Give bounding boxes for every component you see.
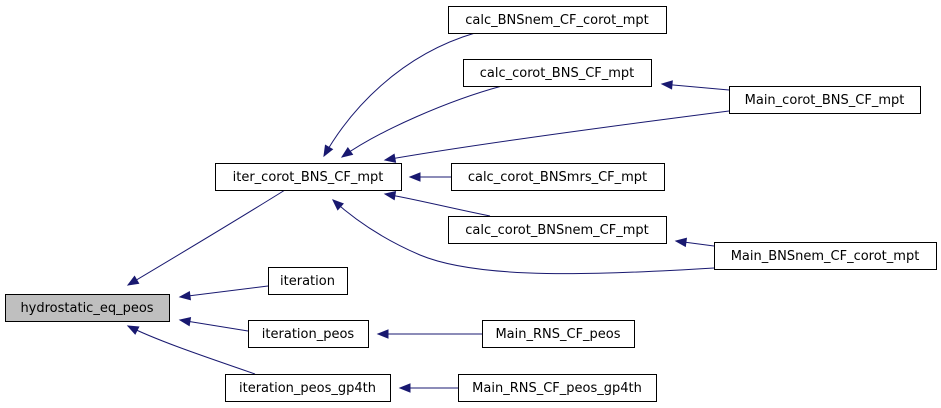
node-calc-corot-bns-cf-mpt[interactable]: calc_corot_BNS_CF_mpt bbox=[463, 59, 652, 87]
node-box bbox=[463, 59, 652, 87]
arrowhead-icon bbox=[376, 329, 389, 339]
edge-line bbox=[179, 285, 269, 298]
node-calc-bnsnem-cf-corot-mpt[interactable]: calc_BNSnem_CF_corot_mpt bbox=[448, 6, 667, 34]
edge-main-corot-bns-cf-mpt-to-calc-corot-bns-cf-mpt bbox=[660, 80, 730, 91]
node-label: Main_corot_BNS_CF_mpt bbox=[745, 93, 905, 108]
node-label: Main_RNS_CF_peos_gp4th bbox=[472, 381, 642, 396]
node-iteration[interactable]: iteration bbox=[268, 267, 348, 295]
edge-line bbox=[384, 110, 730, 161]
node-label: Main_RNS_CF_peos bbox=[495, 327, 620, 342]
arrowhead-icon bbox=[178, 290, 192, 301]
arrowhead-icon bbox=[398, 383, 411, 393]
node-box bbox=[482, 320, 635, 348]
node-main-bnsnem-cf-corot-mpt[interactable]: Main_BNSnem_CF_corot_mpt bbox=[714, 242, 937, 270]
edge-line bbox=[127, 325, 256, 375]
edges-layer bbox=[126, 32, 730, 393]
arrowhead-icon bbox=[340, 147, 354, 158]
arrowhead-icon bbox=[323, 144, 334, 158]
node-iteration-peos-gp4th[interactable]: iteration_peos_gp4th bbox=[225, 374, 391, 402]
node-box bbox=[729, 86, 921, 114]
node-box bbox=[451, 163, 665, 191]
node-main-corot-bns-cf-mpt[interactable]: Main_corot_BNS_CF_mpt bbox=[729, 86, 921, 114]
node-box bbox=[448, 6, 667, 34]
arrowhead-icon bbox=[408, 172, 421, 182]
edge-line bbox=[323, 32, 476, 157]
edge-line bbox=[384, 193, 491, 217]
edge-main-rns-cf-peos-to-iteration-peos bbox=[376, 329, 482, 339]
edge-calc-bnsnem-cf-corot-mpt-to-iter-corot-bns-cf-mpt bbox=[323, 32, 476, 158]
node-label: iteration_peos bbox=[262, 327, 355, 342]
edge-iter-corot-bns-cf-mpt-to-hydrostatic-eq-peos bbox=[126, 189, 286, 286]
node-label: hydrostatic_eq_peos bbox=[20, 301, 153, 316]
edge-main-bnsnem-cf-corot-mpt-to-calc-corot-bnsnem-cf-mpt bbox=[674, 237, 715, 248]
edge-line bbox=[341, 85, 503, 158]
node-label: iter_corot_BNS_CF_mpt bbox=[233, 170, 384, 185]
node-iteration-peos[interactable]: iteration_peos bbox=[248, 320, 369, 348]
edge-calc-corot-bns-cf-mpt-to-iter-corot-bns-cf-mpt bbox=[340, 85, 503, 158]
node-label: calc_corot_BNS_CF_mpt bbox=[480, 66, 635, 81]
node-box bbox=[215, 163, 402, 191]
node-label: calc_BNSnem_CF_corot_mpt bbox=[465, 13, 648, 28]
edge-line bbox=[179, 319, 249, 332]
arrowhead-icon bbox=[126, 325, 140, 335]
nodes-layer: hydrostatic_eq_peos iter_corot_BNS_CF_mpt… bbox=[5, 6, 937, 402]
node-label: calc_corot_BNSmrs_CF_mpt bbox=[468, 170, 647, 185]
arrowhead-icon bbox=[383, 153, 397, 163]
arrowhead-icon bbox=[332, 199, 344, 211]
arrowhead-icon bbox=[674, 237, 688, 248]
arrowhead-icon bbox=[126, 275, 140, 286]
edge-iteration-to-hydrostatic-eq-peos bbox=[178, 285, 269, 301]
node-box bbox=[714, 242, 937, 270]
node-box bbox=[5, 294, 170, 322]
arrowhead-icon bbox=[178, 316, 192, 327]
node-calc-corot-bnsmrs-cf-mpt[interactable]: calc_corot_BNSmrs_CF_mpt bbox=[451, 163, 665, 191]
edge-iteration-peos-gp4th-to-hydrostatic-eq-peos bbox=[126, 325, 256, 375]
arrowhead-icon bbox=[660, 80, 673, 90]
node-label: iteration bbox=[280, 274, 335, 289]
node-label: calc_corot_BNSnem_CF_mpt bbox=[465, 223, 648, 238]
node-box bbox=[225, 374, 391, 402]
arrowhead-icon bbox=[383, 190, 397, 201]
node-box bbox=[268, 267, 348, 295]
node-label: Main_BNSnem_CF_corot_mpt bbox=[731, 249, 920, 264]
node-box bbox=[448, 216, 667, 244]
node-main-rns-cf-peos[interactable]: Main_RNS_CF_peos bbox=[482, 320, 635, 348]
node-iter-corot-bns-cf-mpt[interactable]: iter_corot_BNS_CF_mpt bbox=[215, 163, 402, 191]
node-main-rns-cf-peos-gp4th[interactable]: Main_RNS_CF_peos_gp4th bbox=[458, 374, 657, 402]
node-box bbox=[458, 374, 657, 402]
edge-main-rns-cf-peos-gp4th-to-iteration-peos-gp4th bbox=[398, 383, 458, 393]
node-box bbox=[248, 320, 369, 348]
edge-line bbox=[127, 189, 286, 286]
edge-calc-corot-bnsmrs-cf-mpt-to-iter-corot-bns-cf-mpt bbox=[408, 172, 451, 182]
node-calc-corot-bnsnem-cf-mpt[interactable]: calc_corot_BNSnem_CF_mpt bbox=[448, 216, 667, 244]
edge-line bbox=[661, 83, 730, 91]
edge-line bbox=[332, 199, 715, 275]
edge-main-corot-bns-cf-mpt-to-iter-corot-bns-cf-mpt bbox=[383, 110, 730, 163]
edge-iteration-peos-to-hydrostatic-eq-peos bbox=[178, 316, 249, 332]
node-label: iteration_peos_gp4th bbox=[239, 381, 376, 396]
edge-main-bnsnem-cf-corot-mpt-to-iter-corot-bns-cf-mpt bbox=[332, 199, 715, 275]
edge-calc-corot-bnsnem-cf-mpt-to-iter-corot-bns-cf-mpt bbox=[383, 190, 491, 217]
node-hydrostatic-eq-peos[interactable]: hydrostatic_eq_peos bbox=[5, 294, 170, 322]
